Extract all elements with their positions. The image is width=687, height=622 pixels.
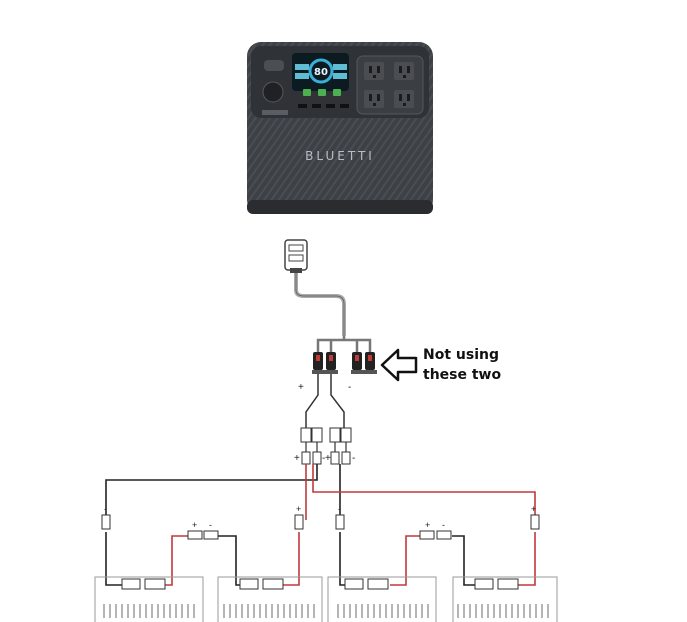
junction-box [144,578,166,590]
mc4-connector-unused [365,352,375,370]
usb-port [312,104,321,108]
solar-panel [94,576,204,622]
minus-label: - [352,453,355,464]
power-button[interactable] [264,60,284,71]
solar-panel [452,576,558,622]
plus-label: + [425,520,430,530]
display-percentage: 80 [314,67,328,78]
positive-wire [518,532,536,586]
ac-button[interactable] [318,89,326,96]
minus-label: - [209,520,212,530]
plus-label: + [325,453,331,464]
extension-leads: + - + - + - [294,374,355,465]
minus-label: - [104,504,107,514]
mc4-connector-used [313,352,323,370]
negative-wire [452,535,475,586]
lcd-display [292,53,349,91]
y-splitter-cable [284,239,377,374]
mc4-connector-unused [352,352,362,370]
mc4-connector-used [326,352,336,370]
junction-box [239,578,259,590]
negative-wire [218,535,240,586]
left-arrow-icon [380,348,418,382]
solar-panel [327,576,437,622]
annotation-note: Not using these two [423,345,501,385]
annotation-line-2: these two [423,367,502,383]
minus-label: - [442,520,445,530]
junction-box [344,578,364,590]
dc-button[interactable] [303,89,311,96]
power-knob[interactable] [262,81,284,103]
positive-wire [312,464,536,520]
plus-label: + [192,520,197,530]
battery-gauge-ring [308,58,334,84]
minus-label: - [348,382,351,393]
negative-wire [339,532,345,586]
plus-label: + [298,382,304,393]
junction-box [262,578,284,590]
junction-box [367,578,389,590]
usb-port [326,104,335,108]
ac-outlets [356,55,424,115]
negative-wire [105,532,122,586]
usb-port [340,104,349,108]
positive-wire [390,535,420,586]
negative-wire [105,464,318,520]
annotation-line-1: Not using [423,347,499,363]
wiring [105,464,536,586]
plus-label: + [296,504,301,514]
solar-panels [94,576,558,622]
junction-box [497,578,519,590]
solar-panel [217,576,323,622]
power-station: 80 BLUETTI [247,42,433,214]
light-button[interactable] [333,89,341,96]
minus-label: - [322,453,325,464]
string-polarity-labels: + + - - + - + - [104,504,536,530]
junction-box [121,578,141,590]
plus-label: + [294,453,300,464]
usb-port [298,104,307,108]
junction-box [474,578,494,590]
brand-logo: BLUETTI [305,149,375,163]
positive-wire [165,535,188,586]
plus-label: + [531,504,536,514]
positive-wire [283,532,300,586]
minus-label: - [338,504,341,514]
string-connectors [101,514,540,540]
